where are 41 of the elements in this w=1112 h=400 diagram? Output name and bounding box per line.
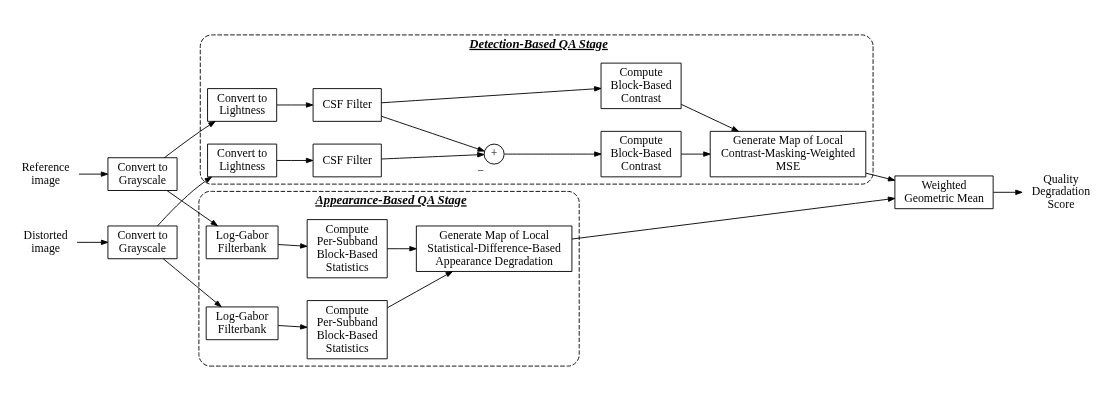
node-box: Convert to Lightness: [207, 87, 278, 122]
arrow: [504, 150, 602, 157]
node-text: Quality Degradation Score: [1031, 171, 1091, 211]
node-box: Convert to Lightness: [207, 143, 278, 177]
arrow: [571, 196, 896, 239]
node-circle: +: [483, 143, 505, 165]
node-box: Log-Gabor Filterbank: [205, 306, 279, 340]
node-box: Convert to Grayscale: [107, 156, 178, 191]
arrow: [386, 270, 453, 308]
arrow: [166, 189, 218, 226]
arrow: [162, 257, 222, 307]
arrow: [157, 176, 212, 226]
arrow: [865, 172, 896, 181]
arrow: [78, 170, 109, 177]
arrow: [380, 85, 602, 103]
node-box: Generate Map of Local Statistical-Difference-Based Appearance Degradation: [415, 225, 573, 272]
node-text: Distorted image: [23, 227, 68, 255]
arrow: [680, 150, 711, 157]
node-box: Weighted Geometric Mean: [894, 175, 994, 209]
node-box: CSF Filter: [312, 87, 382, 122]
arrow: [164, 120, 216, 158]
arrow: [277, 323, 308, 330]
node-box: Log-Gabor Filterbank: [205, 225, 279, 259]
arrow: [680, 103, 739, 132]
arrow: [380, 151, 485, 159]
node-box: Compute Block-Based Contrast: [600, 130, 682, 177]
node-box: Generate Map of Local Contrast-Masking-Weighted MSE: [709, 130, 867, 177]
node-box: Compute Per-Subband Block-Based Statistics: [306, 218, 388, 278]
node-label: −: [477, 162, 484, 177]
arrow: [992, 189, 1023, 195]
arrow: [277, 242, 308, 249]
node-box: Compute Block-Based Contrast: [600, 62, 682, 109]
arrow: [386, 245, 417, 251]
arrow: [276, 101, 314, 108]
arrow: [76, 239, 109, 245]
arrow: [380, 115, 485, 152]
node-box: Convert to Grayscale: [107, 225, 178, 259]
node-text: Reference image: [21, 159, 70, 187]
node-box: Compute Per-Subband Block-Based Statistics: [306, 299, 388, 359]
arrow: [276, 157, 314, 163]
node-box: CSF Filter: [312, 143, 382, 177]
